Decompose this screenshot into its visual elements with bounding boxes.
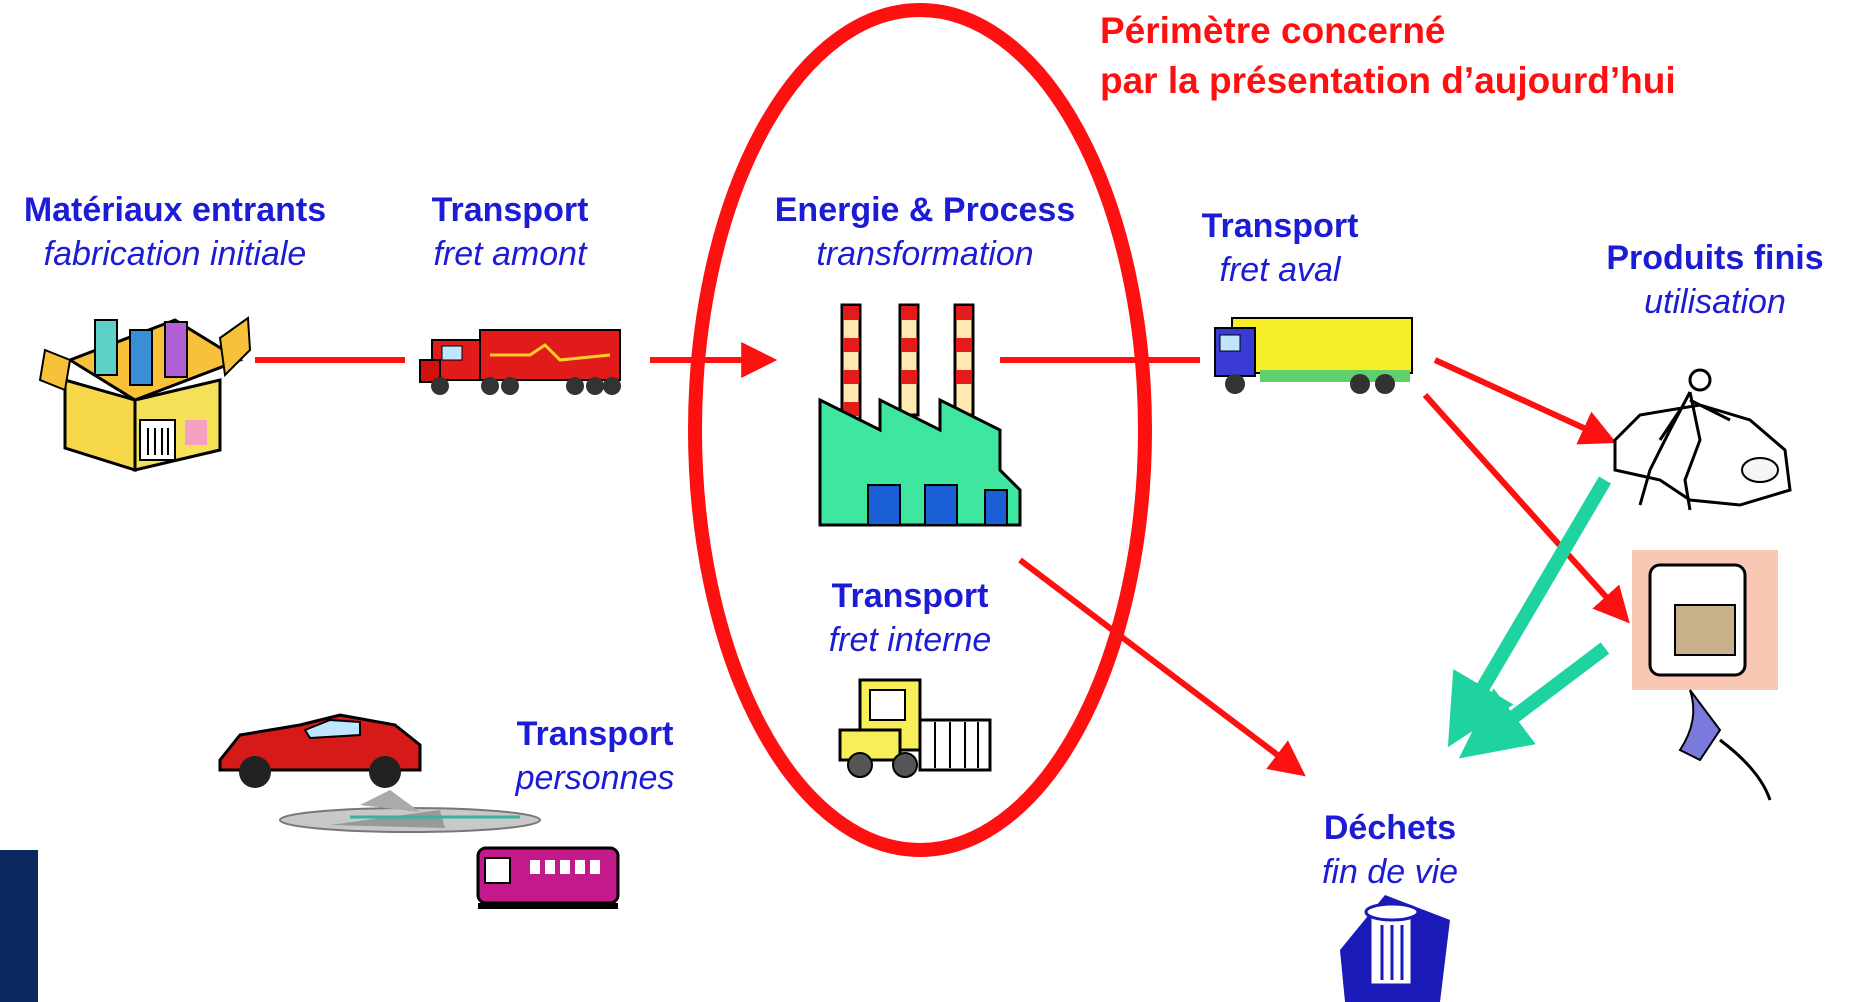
- forklift-icon: [838, 678, 992, 778]
- perimeter-ellipse: [688, 3, 1152, 857]
- node-transport-internal-subtitle: fret interne: [828, 621, 992, 659]
- node-finished-products: Produits finis utilisation: [1570, 236, 1860, 324]
- node-materials-title: Matériaux entrants: [23, 191, 327, 229]
- node-energy-process-title: Energie & Process: [774, 191, 1076, 229]
- node-energy-process: Energie & Process transformation: [740, 188, 1110, 276]
- factory-icon: [818, 303, 1022, 527]
- node-transport-people: Transport personnes: [480, 712, 710, 800]
- node-finished-products-title: Produits finis: [1606, 239, 1824, 277]
- node-energy-process-subtitle: transformation: [816, 235, 1034, 273]
- perimeter-heading: Périmètre concerné par la présentation d…: [1100, 6, 1676, 106]
- node-transport-people-subtitle: personnes: [515, 759, 675, 797]
- arrow-truck-to-products: [1433, 357, 1617, 445]
- node-transport-internal: Transport fret interne: [800, 574, 1020, 662]
- node-transport-downstream-subtitle: fret aval: [1219, 251, 1341, 289]
- slide-sidebar-bar: [0, 850, 38, 1002]
- node-finished-products-subtitle: utilisation: [1644, 283, 1786, 321]
- trash-bin-icon: [1340, 895, 1450, 1002]
- node-transport-downstream-title: Transport: [1201, 207, 1359, 245]
- arrow-appliance-to-waste: [1458, 642, 1610, 759]
- node-transport-people-title: Transport: [516, 715, 674, 753]
- arrow-truck-to-appliance: [1422, 392, 1630, 624]
- person-refueling-car-icon: [1613, 368, 1792, 511]
- node-waste-title: Déchets: [1323, 809, 1457, 847]
- car-plane-train-icon: [218, 713, 620, 909]
- node-transport-upstream-subtitle: fret amont: [433, 235, 587, 273]
- perimeter-heading-line2: par la présentation d’aujourd’hui: [1100, 60, 1676, 101]
- perimeter-heading-line1: Périmètre concerné: [1100, 10, 1446, 51]
- appliance-icon: [1632, 550, 1778, 801]
- node-materials: Matériaux entrants fabrication initiale: [0, 188, 350, 276]
- arrow-factory-to-waste: [1018, 557, 1306, 777]
- node-transport-upstream: Transport fret amont: [400, 188, 620, 276]
- node-transport-internal-title: Transport: [831, 577, 989, 615]
- flow-arrows: [255, 342, 1630, 777]
- box-of-bottles-icon: [38, 316, 252, 473]
- yellow-truck-icon: [1214, 317, 1413, 394]
- node-waste: Déchets fin de vie: [1290, 806, 1490, 894]
- node-transport-upstream-title: Transport: [431, 191, 589, 229]
- recycle-arrows: [1447, 476, 1612, 759]
- node-transport-downstream: Transport fret aval: [1170, 204, 1390, 292]
- red-truck-icon: [419, 329, 621, 395]
- node-waste-subtitle: fin de vie: [1321, 853, 1459, 891]
- node-materials-subtitle: fabrication initiale: [43, 235, 307, 273]
